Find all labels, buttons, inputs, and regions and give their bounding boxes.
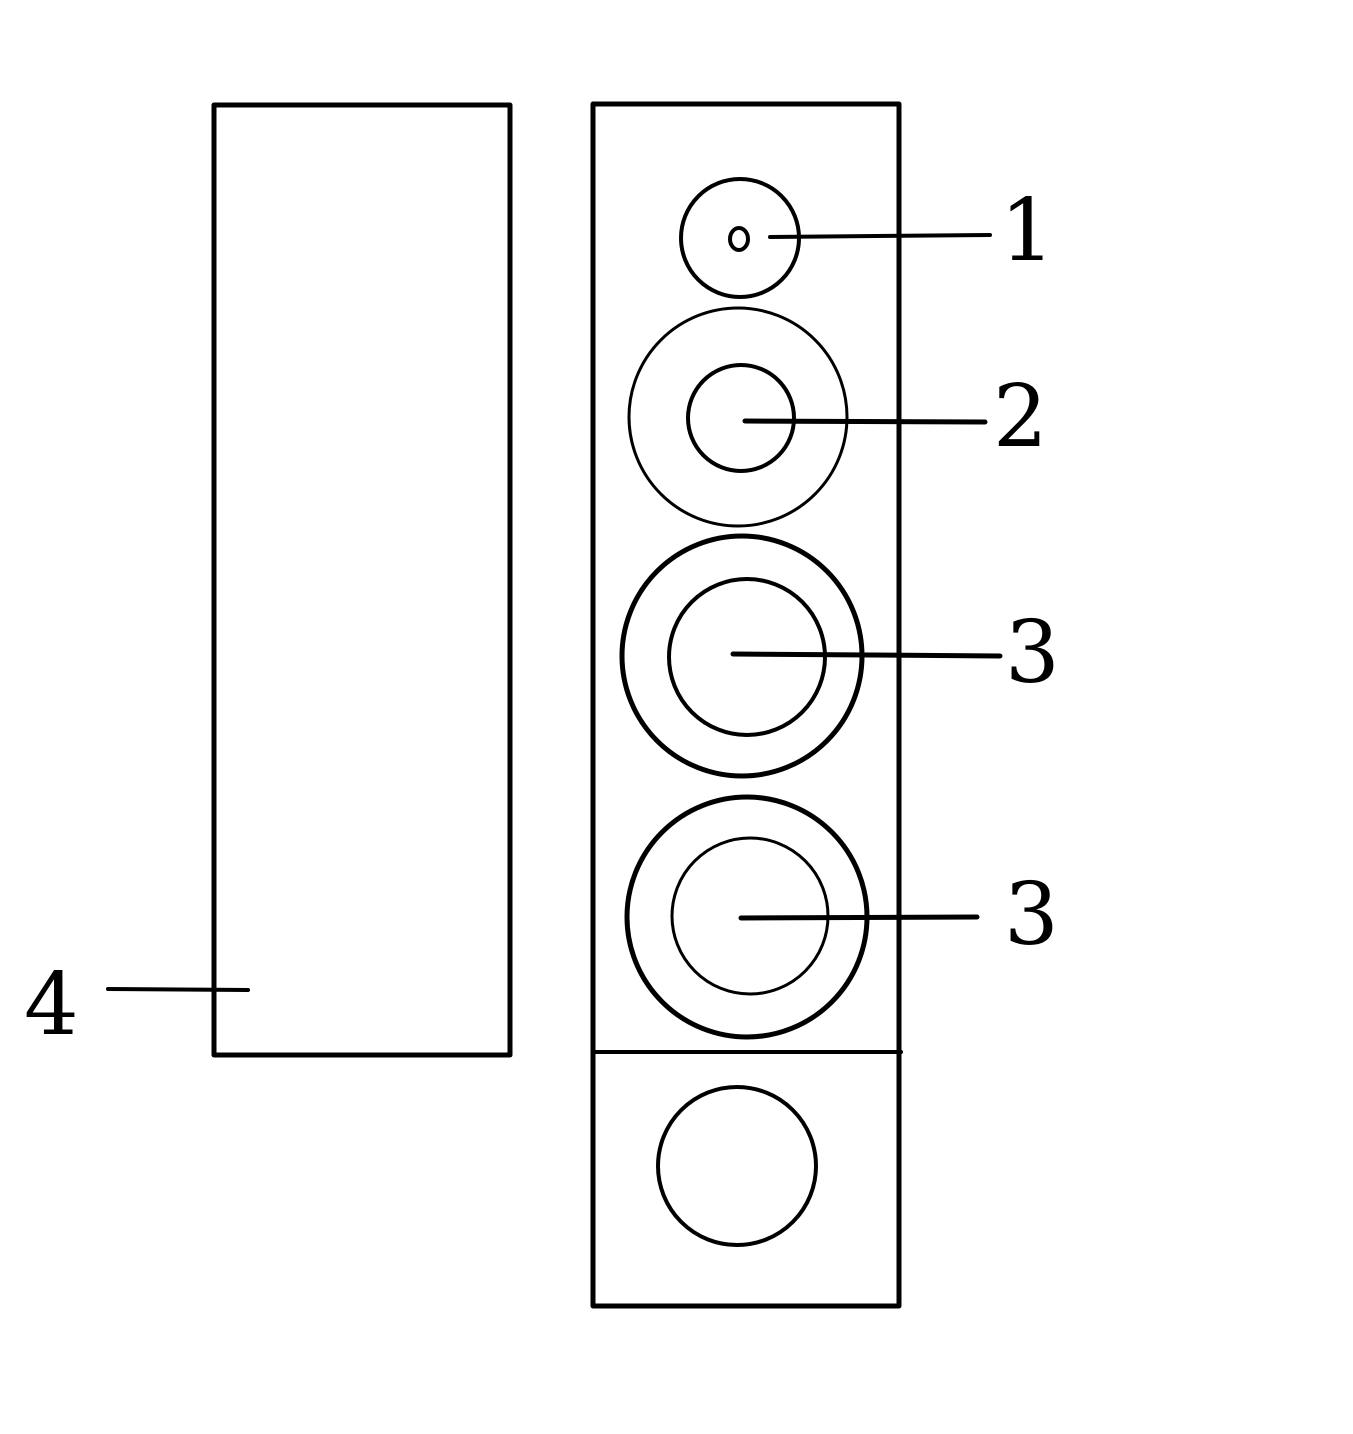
label-1: 1 — [1000, 181, 1055, 281]
label-3-upper: 3 — [1005, 603, 1060, 703]
label-4: 4 — [24, 955, 79, 1055]
leader-line-3-upper — [730, 651, 1003, 659]
bottom-circle — [656, 1085, 818, 1247]
circle-1-center-hole — [728, 226, 750, 252]
plain-panel — [211, 102, 513, 1058]
circle-2-outer — [627, 306, 849, 528]
circle-2-inner — [686, 363, 796, 473]
label-3-lower: 3 — [1004, 865, 1059, 965]
leader-line-4 — [106, 987, 250, 992]
leader-line-2 — [742, 418, 988, 425]
label-2: 2 — [993, 367, 1048, 467]
leader-line-3-lower — [738, 914, 980, 921]
leader-line-1 — [768, 233, 992, 239]
holed-panel — [590, 101, 902, 1309]
